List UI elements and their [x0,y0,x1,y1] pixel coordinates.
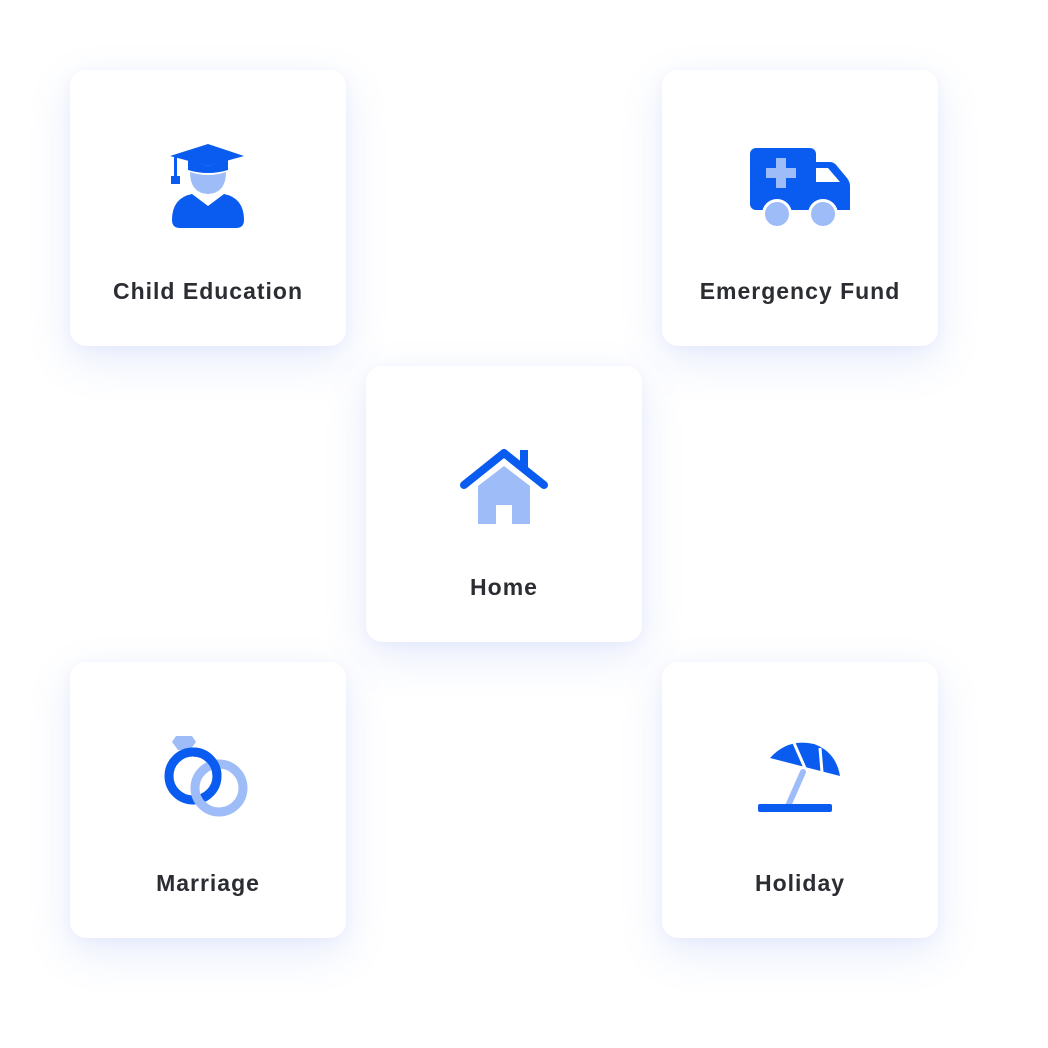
goal-label: Marriage [156,870,260,896]
rings-icon [158,730,258,830]
beach-umbrella-icon [750,730,850,830]
goal-card-child-education[interactable]: Child Education [70,70,346,346]
goal-card-emergency-fund[interactable]: Emergency Fund [662,70,938,346]
goal-label: Emergency Fund [699,278,901,304]
goal-card-marriage[interactable]: Marriage [70,662,346,938]
goal-label: Home [470,574,538,600]
graduate-icon [158,138,258,238]
goal-label: Holiday [754,870,846,896]
goal-card-holiday[interactable]: Holiday [662,662,938,938]
ambulance-icon [750,138,850,238]
goal-card-home[interactable]: Home [366,366,642,642]
house-icon [454,434,554,534]
goal-label: Child Education [112,278,304,304]
